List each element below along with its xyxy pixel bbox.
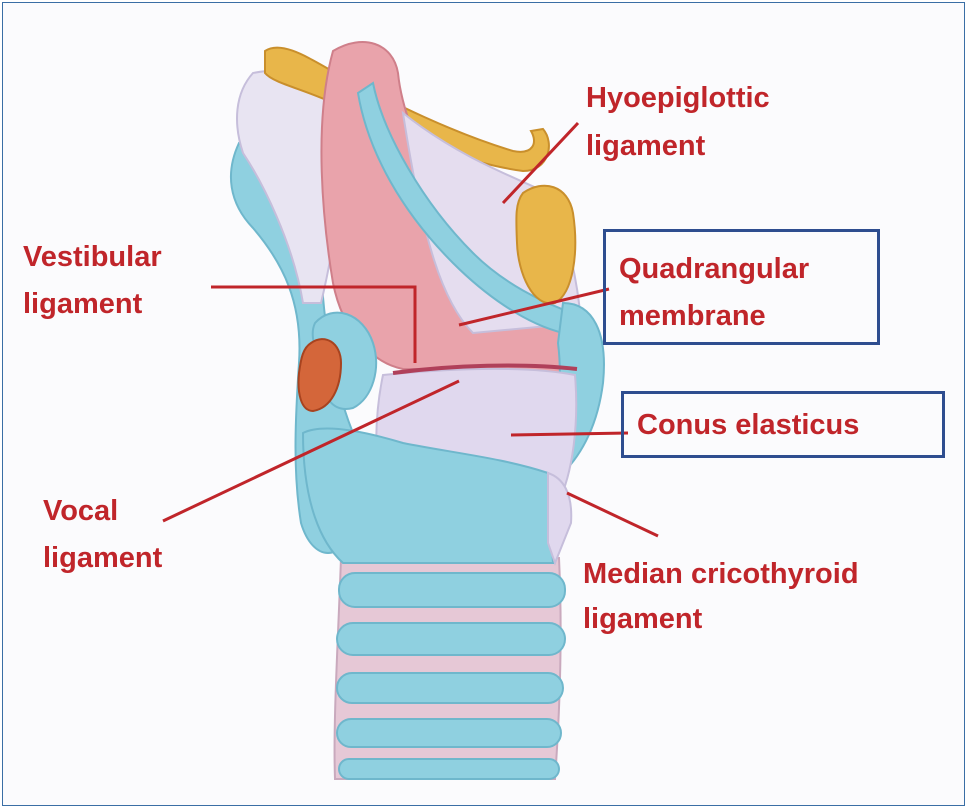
median-cricothyroid-region <box>548 473 571 563</box>
trachea <box>335 558 565 779</box>
tracheal-ring <box>339 759 559 779</box>
leader-conus <box>511 433 628 435</box>
tracheal-ring <box>339 573 565 607</box>
label-median-cricothyroid: Median cricothyroid <box>583 556 859 592</box>
label-hyoepiglottic-ligament: ligament <box>586 128 705 164</box>
label-quadrangular-membrane: membrane <box>619 298 766 334</box>
label-vocal-ligament: ligament <box>43 540 162 576</box>
tracheal-ring <box>337 719 561 747</box>
label-vestibular-ligament: ligament <box>23 286 142 322</box>
label-hyoepiglottic: Hyoepiglottic <box>586 80 770 116</box>
leader-median-cricothyroid <box>567 493 658 536</box>
tracheal-ring <box>337 673 563 703</box>
label-vestibular: Vestibular <box>23 239 162 275</box>
tracheal-ring <box>337 623 565 655</box>
label-quadrangular: Quadrangular <box>619 251 809 287</box>
label-conus-elasticus: Conus elasticus <box>637 407 859 443</box>
label-vocal: Vocal <box>43 493 118 529</box>
label-median-cricothyroid-ligament: ligament <box>583 601 702 637</box>
